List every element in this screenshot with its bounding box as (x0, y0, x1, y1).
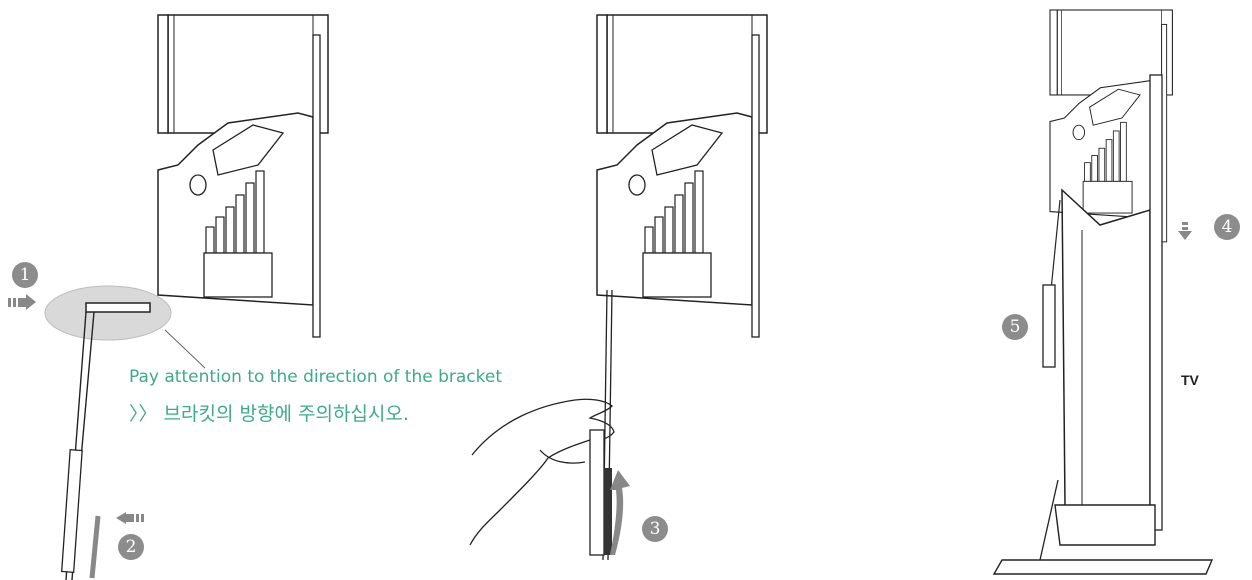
tv-back-panel (1150, 75, 1162, 530)
bracket-unit-left (158, 15, 328, 337)
adhesive-strip (92, 516, 98, 578)
tv-body (1062, 190, 1150, 530)
step-2-marker: 2 (118, 534, 144, 560)
tv-stand (994, 505, 1212, 574)
callout-line (165, 330, 205, 368)
bracket-piece (86, 303, 150, 312)
tv-label: TV (1181, 372, 1199, 388)
middle-grip (590, 430, 604, 555)
arrow-right-icon (8, 294, 36, 310)
step-3-marker: 3 (642, 516, 668, 542)
right-grip (1043, 285, 1055, 367)
tv-cable (1040, 480, 1058, 560)
step-5-marker: 5 (1002, 314, 1028, 340)
bracket-highlight (45, 286, 171, 340)
peel-arrow-icon (610, 470, 630, 555)
arrow-left-icon (116, 512, 144, 524)
step-4-marker: 4 (1214, 214, 1240, 240)
strip-peel (604, 468, 612, 555)
rod-grip (62, 450, 82, 573)
arrow-down-icon (1178, 222, 1192, 240)
bracket-unit-middle (597, 15, 767, 337)
bracket-direction-note-en: Pay attention to the direction of the br… (129, 367, 502, 387)
step-1-marker: 1 (12, 262, 38, 288)
bracket-direction-note-ko: 〉〉 브라킷의 방향에 주의하십시오. (129, 399, 409, 426)
